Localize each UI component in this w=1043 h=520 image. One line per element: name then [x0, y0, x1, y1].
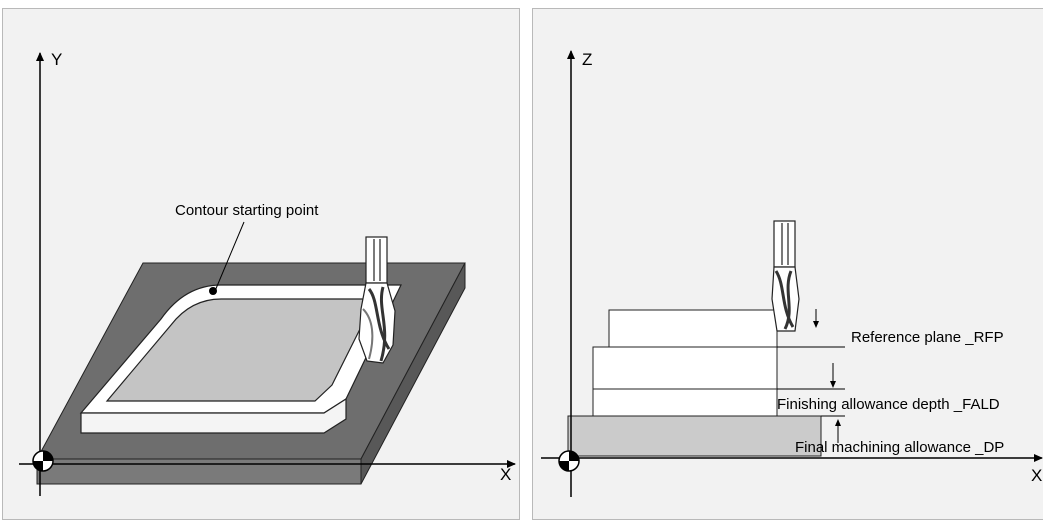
finishing-allowance-label: Finishing allowance depth _FALD [777, 396, 1000, 413]
contour-start-label: Contour starting point [175, 202, 319, 219]
final-allowance-block [567, 415, 822, 457]
finishing-allowance-block [592, 388, 778, 417]
origin-symbol [32, 450, 54, 472]
final-allowance-label: Final machining allowance _DP [795, 439, 1004, 456]
origin-symbol [558, 450, 580, 472]
top-block [608, 309, 778, 348]
middle-block [592, 346, 778, 390]
reference-plane-label: Reference plane _RFP [851, 329, 1004, 346]
contour-workpiece [79, 284, 402, 434]
y-axis-label: Y [51, 50, 62, 69]
leader-line [214, 221, 245, 292]
x-axis-label: X [500, 465, 511, 484]
contour-start-point [209, 287, 217, 295]
xz-view-panel: Z X Reference plane _RFP Finishing allow… [532, 8, 1043, 520]
milling-tool-icon [771, 220, 800, 332]
z-axis-label: Z [582, 50, 592, 69]
x-axis-label: X [1031, 466, 1042, 485]
xz-view-diagram: Z X Reference plane _RFP Finishing allow… [541, 50, 1043, 497]
xy-view-panel: Y X Contour starting point [2, 8, 520, 520]
xy-view-diagram: Y X Contour starting point [19, 50, 516, 496]
milling-tool-icon [358, 236, 396, 364]
